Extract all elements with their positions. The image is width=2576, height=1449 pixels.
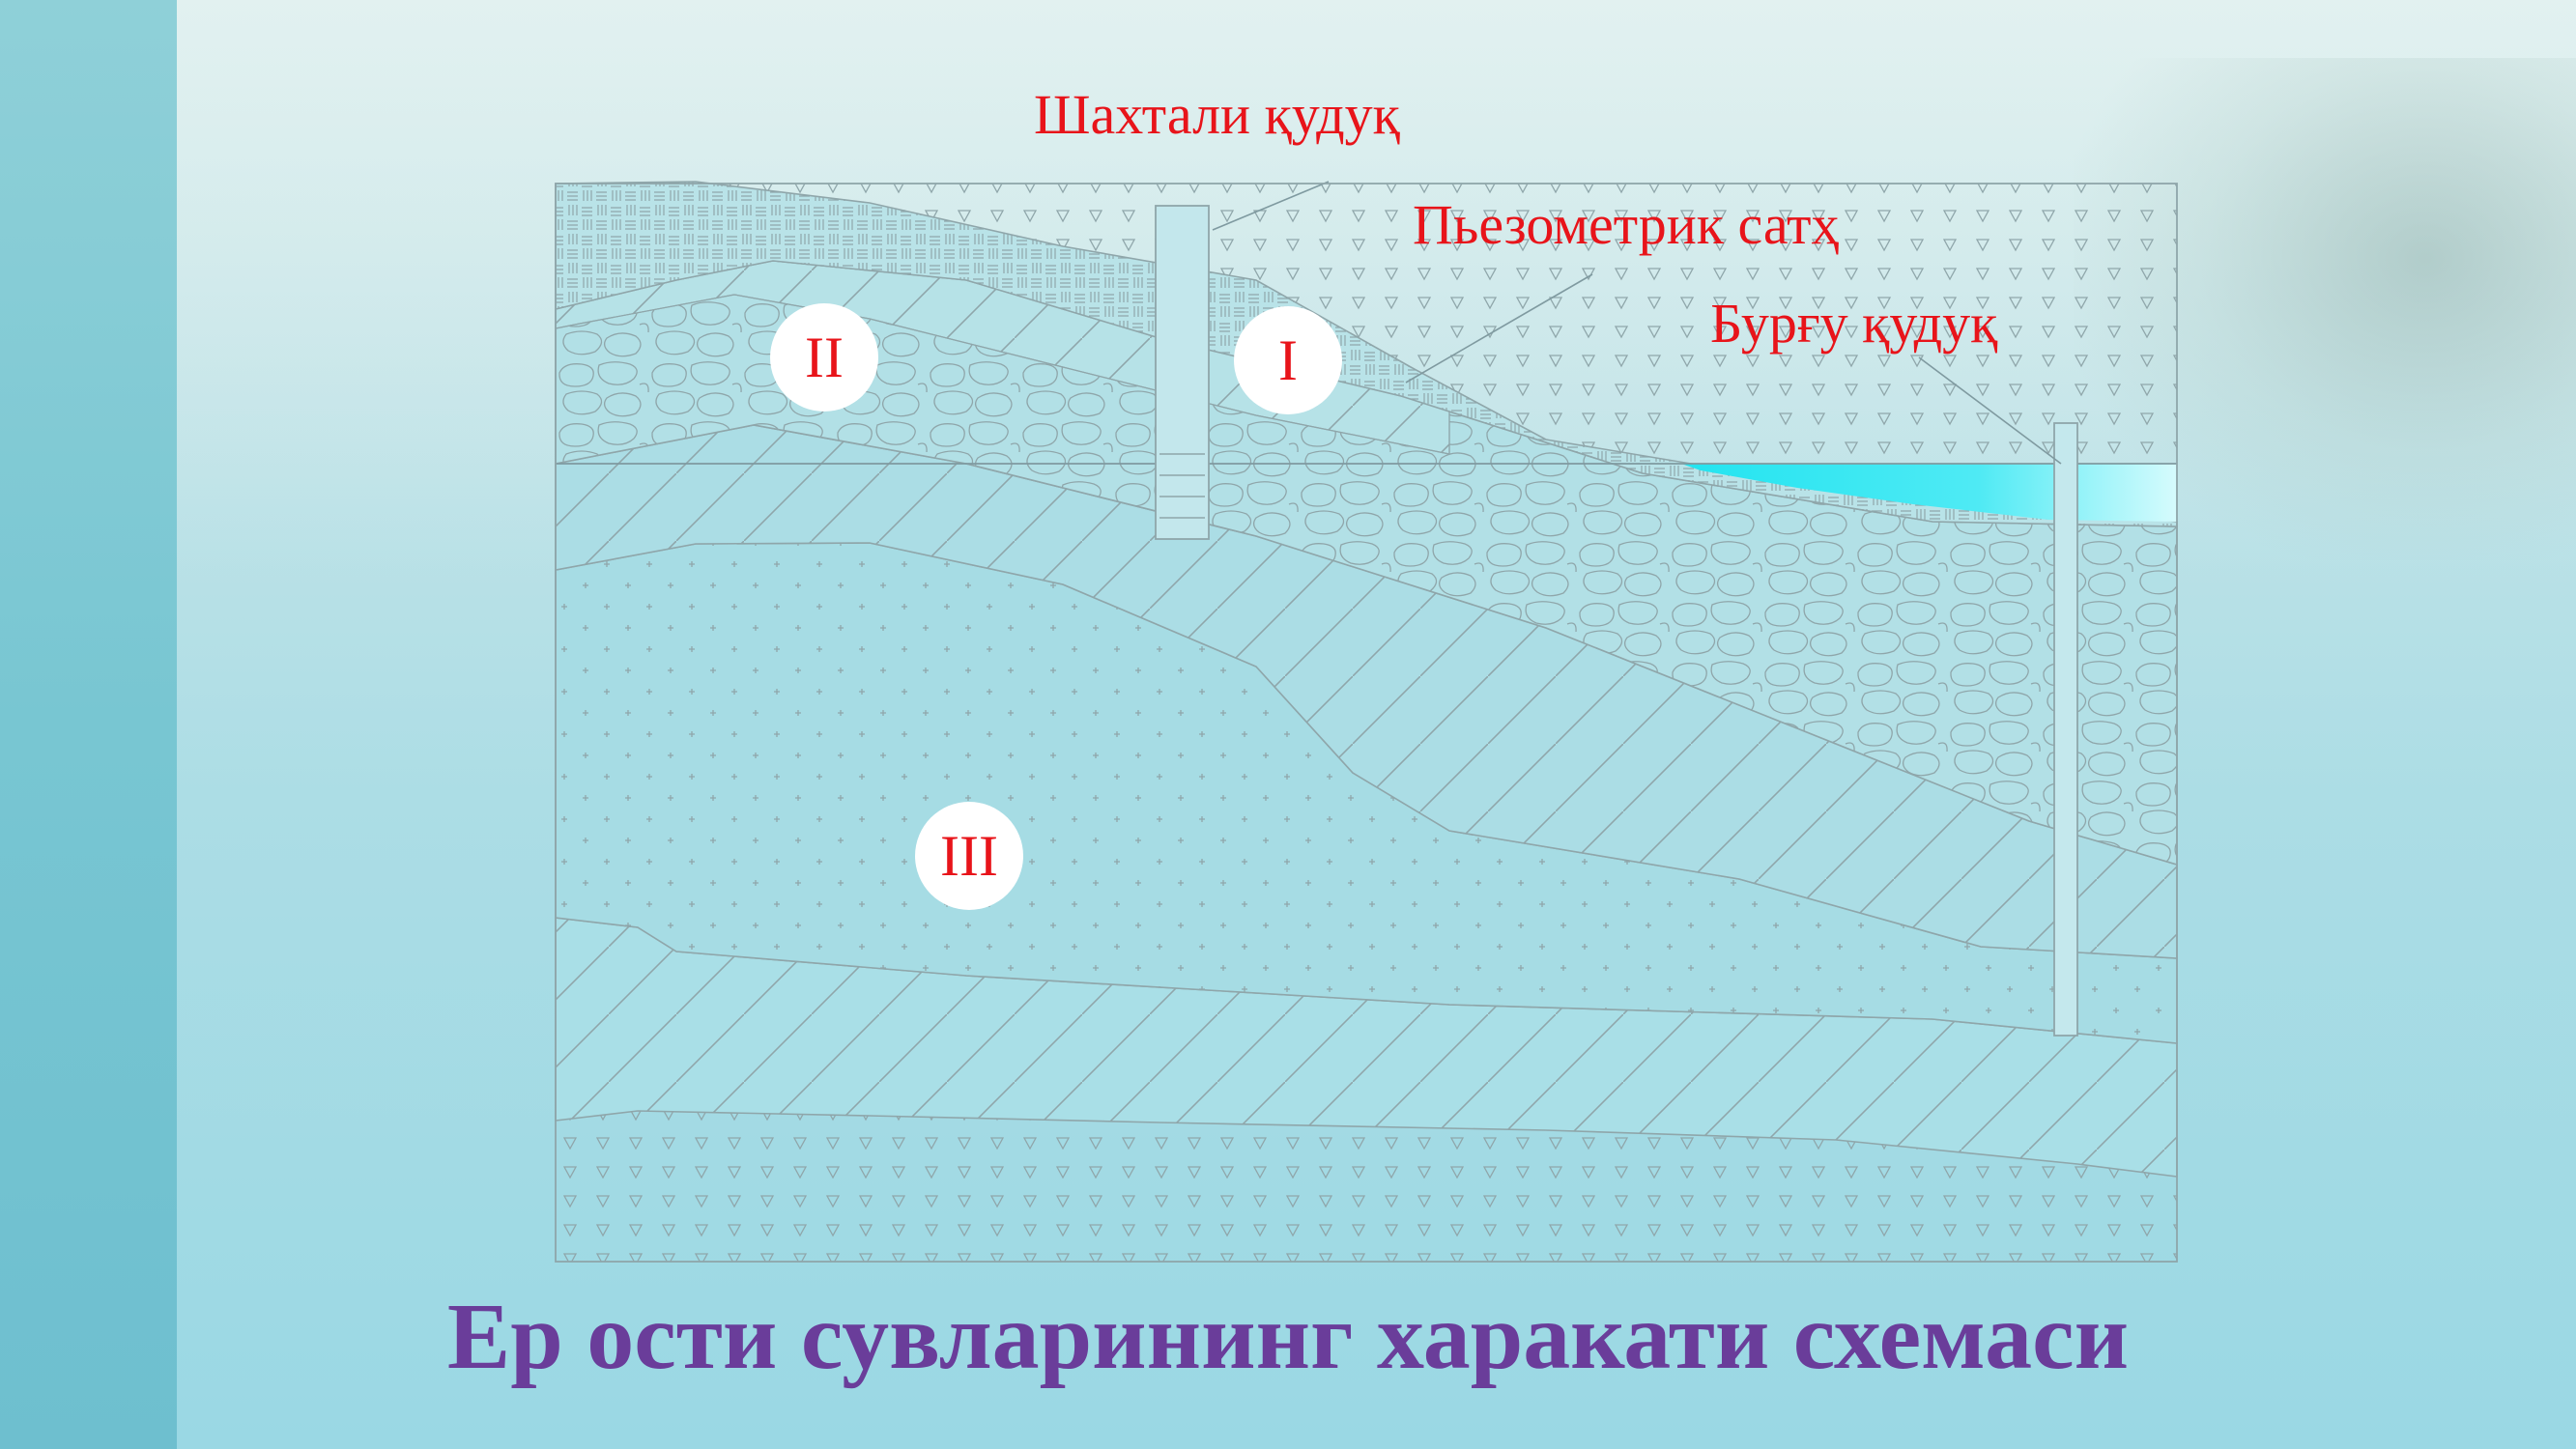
leader-piezometric: [1405, 273, 1593, 384]
zone-badge-2: II: [770, 303, 878, 412]
label-drill-well: Бурғу қудуқ: [1710, 292, 1998, 355]
surface-water: [1681, 464, 2177, 522]
leader-drill-well: [1918, 356, 2062, 465]
left-color-strip: [0, 0, 177, 1449]
zone-badge-3: III: [915, 802, 1023, 910]
label-shaft-well: Шахтали қудуқ: [1034, 83, 1400, 146]
shaft-well: [1155, 205, 1210, 540]
zone-badge-1: I: [1234, 306, 1342, 414]
drill-well: [2053, 422, 2078, 1037]
label-piezometric-level: Пьезометрик сатҳ: [1413, 193, 1840, 256]
leader-shaft-well: [1212, 181, 1330, 231]
slide-title: Ер ости сувларининг харакати схемаси: [446, 1285, 2130, 1389]
shaft-well-water: [1159, 453, 1205, 519]
diagram-frame: [555, 183, 2178, 1263]
